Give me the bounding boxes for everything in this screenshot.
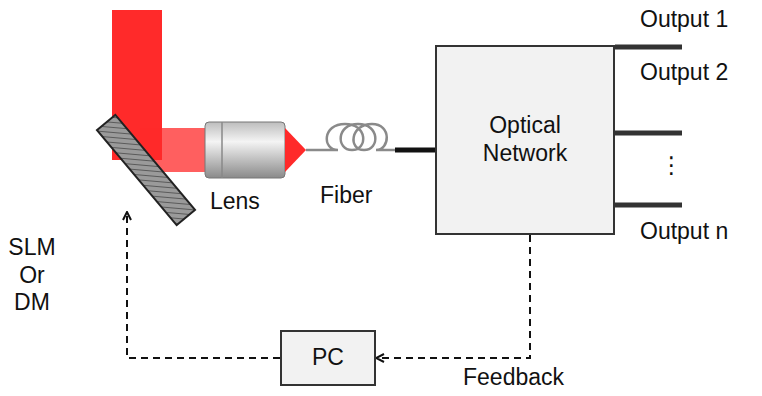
fiber-connector [395,148,436,153]
part-name: Lens [210,188,260,216]
mirror [97,115,195,225]
node-text: Optical Network [450,112,600,167]
network-box: Optical Network [435,45,615,235]
node-text: PC [312,344,344,372]
objective-lens [205,122,285,178]
mirror-device: SLM Or DM [100,112,190,212]
feedback-connector [127,212,280,358]
edge-label: Feedback [463,364,564,392]
part-name: Fiber [320,182,372,210]
port-name: Output n [640,218,728,246]
feedback-connector [376,235,530,358]
output-port [615,45,682,50]
node-text: SLM Or DM [8,234,56,317]
pc-box: PC [280,330,376,386]
output-port [615,131,682,136]
focused-beam [285,128,306,172]
port-name: Output 2 [640,59,728,87]
ellipsis: ⋮ [660,152,683,180]
fiber-coil [306,124,396,150]
output-port [615,203,682,208]
port-name: Output 1 [640,6,728,34]
